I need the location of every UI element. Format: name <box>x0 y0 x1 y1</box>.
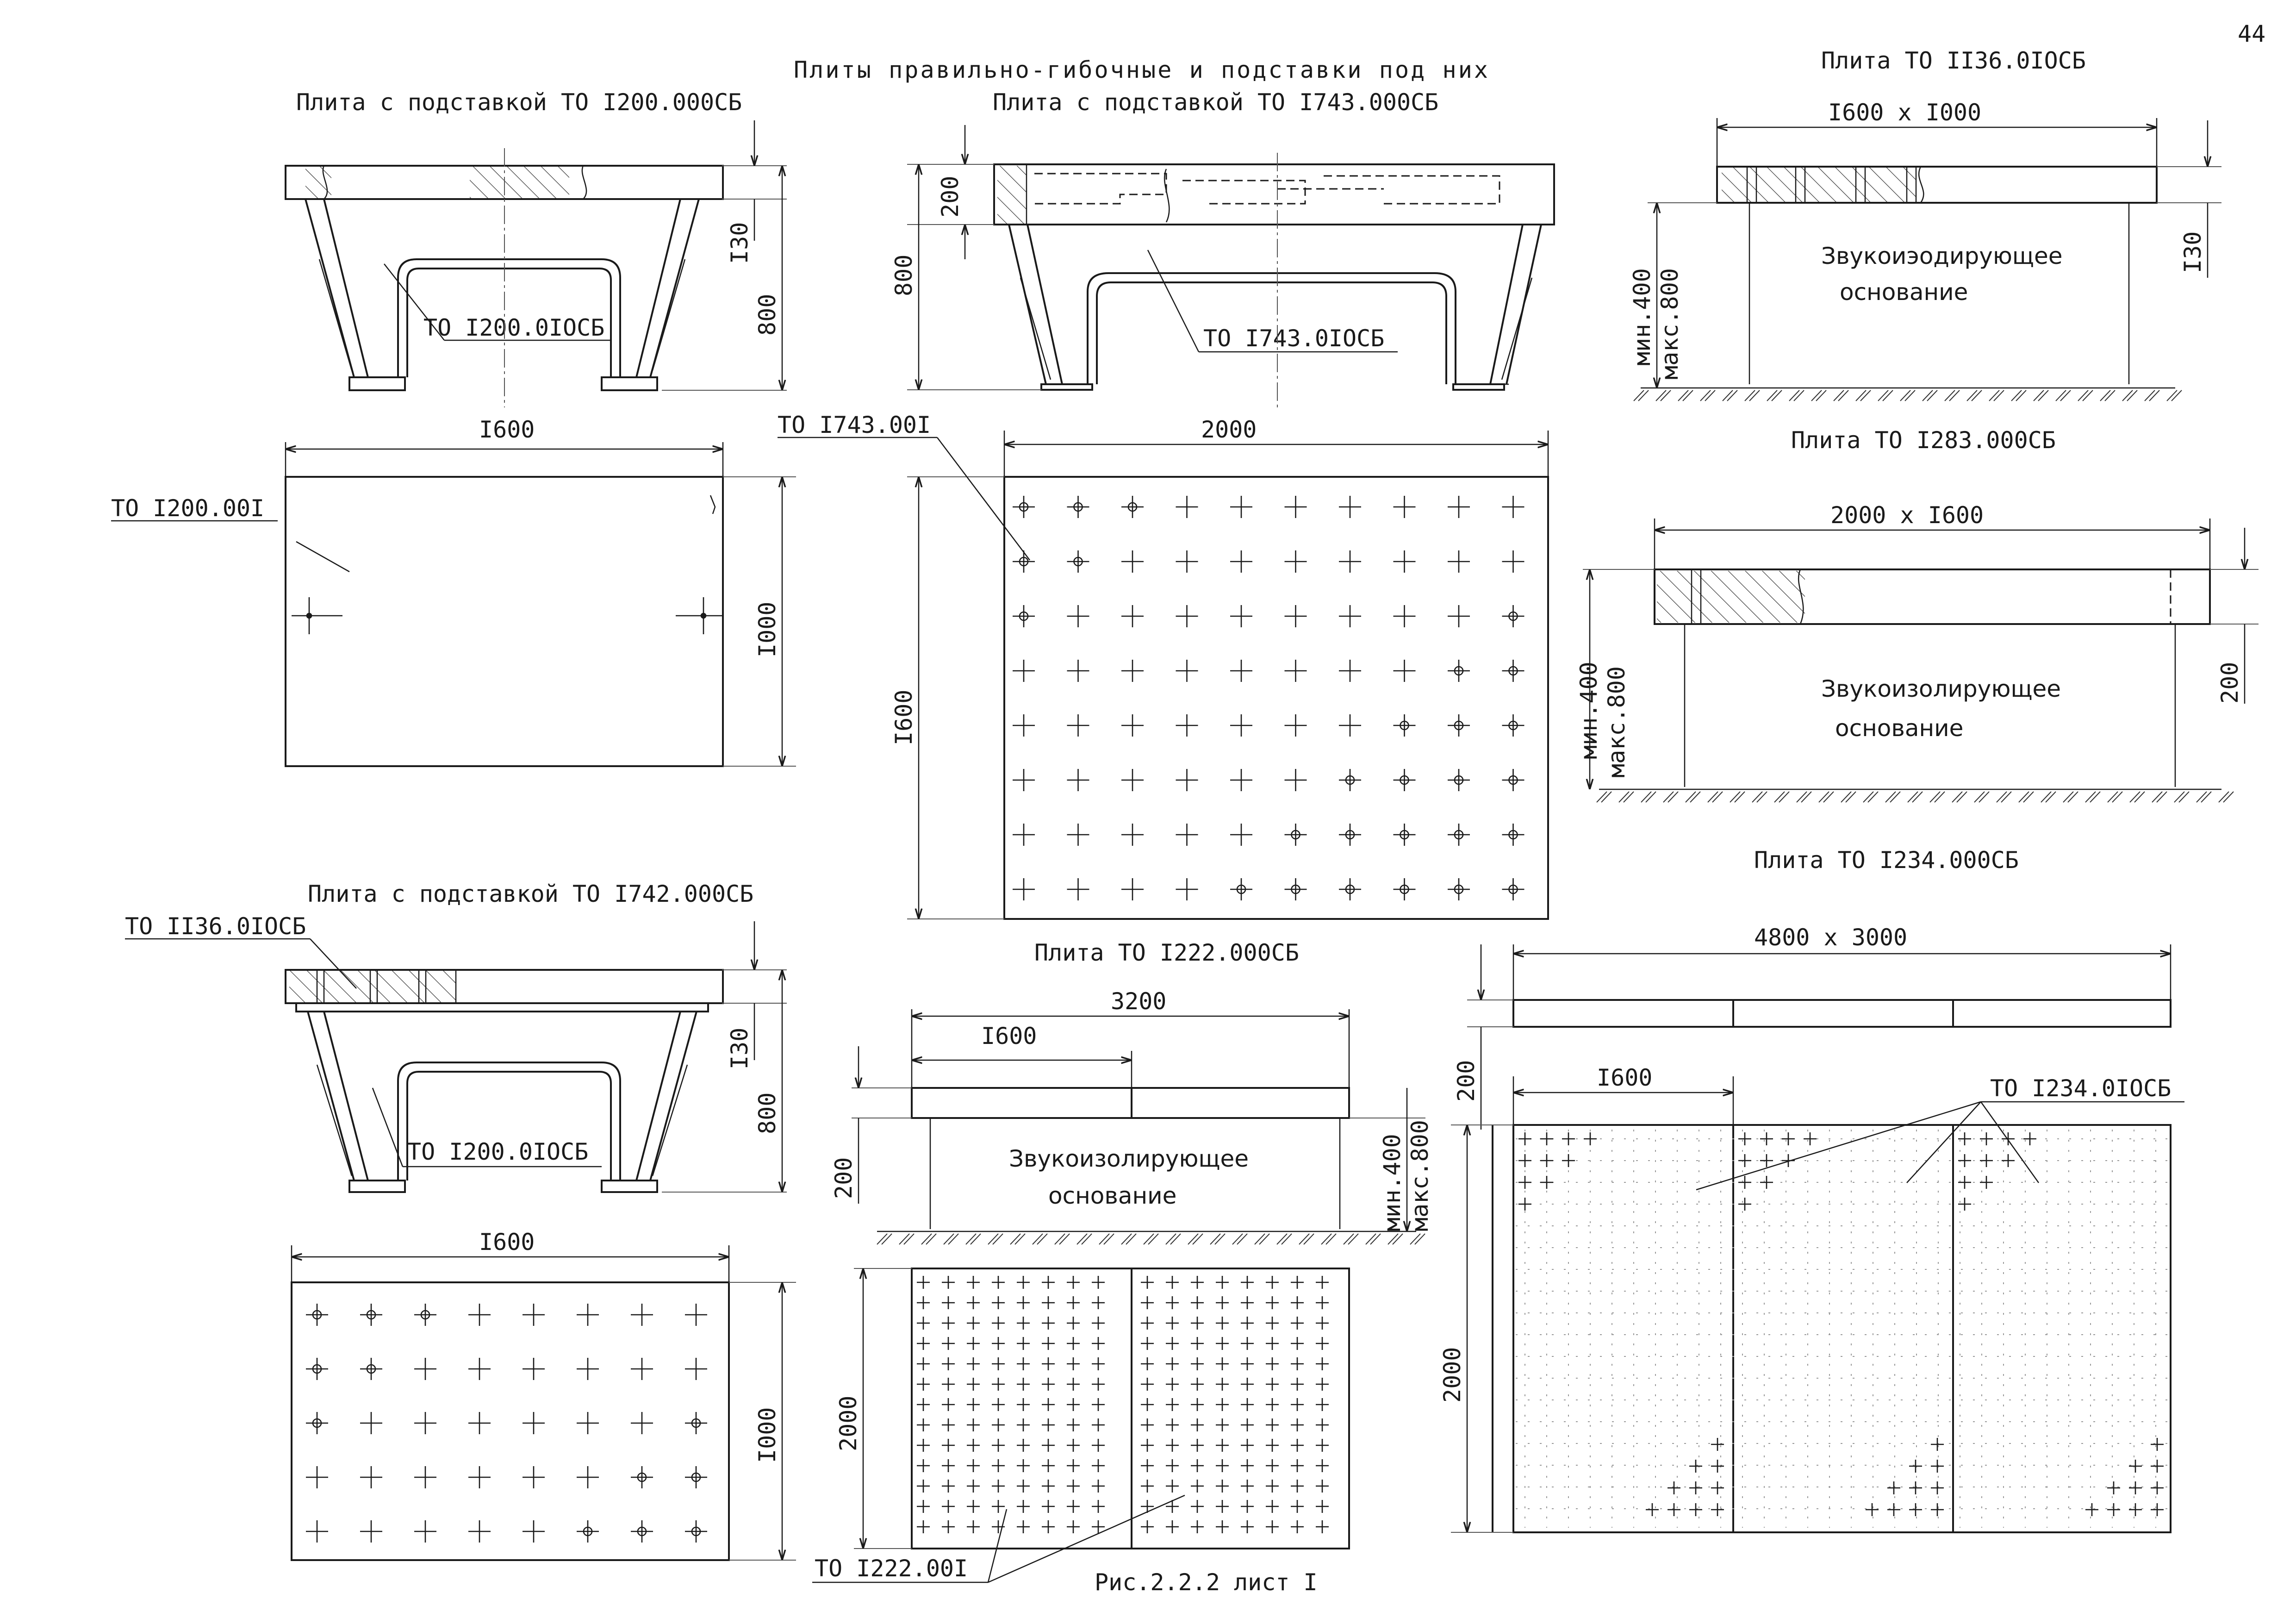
view-b-plate-label: ТО I743.00I <box>778 412 931 438</box>
view-f-plate-label: ТО I222.00I <box>815 1555 968 1582</box>
view-g-section: I600 <box>1597 1064 1652 1091</box>
view-e-marks <box>306 1304 707 1543</box>
view-e-title: Плита с подставкой ТО I742.000СБ <box>308 881 753 907</box>
figure-caption: Рис.2.2.2 лист I <box>1095 1569 1318 1596</box>
view-g-grid <box>1516 1130 2168 1528</box>
view-g-plate-label: ТО I234.0IОСБ <box>1990 1075 2171 1102</box>
view-c-size: I600 x I000 <box>1828 99 1981 126</box>
view-a-plate-thk: I30 <box>726 222 753 264</box>
view-d-size: 2000 x I600 <box>1830 502 1984 529</box>
view-b-height: 800 <box>890 255 917 296</box>
view-d: Плита ТО I283.000СБ 2000 x I600 Звукоизо… <box>1575 427 2259 803</box>
view-b-title: Плита с подставкой ТО I743.000СБ <box>993 89 1438 116</box>
view-c-max: макс.800 <box>1656 268 1683 380</box>
view-b-plate-thk: 200 <box>937 176 964 218</box>
view-f-plate-thk: 200 <box>830 1157 857 1199</box>
view-f-depth: 2000 <box>835 1396 862 1451</box>
view-a-plan: I600 I000 ТО I200.00I <box>111 416 796 767</box>
view-b-plan: 2000 I600 ТО I743.00I <box>778 412 1549 920</box>
view-f-max: макс.800 <box>1406 1120 1433 1231</box>
view-c-note-2: основание <box>1840 279 1968 306</box>
view-b-width: 2000 <box>1201 416 1257 443</box>
view-d-min: мин.400 <box>1575 662 1602 759</box>
view-c: Плита ТО II36.0IОСБ I600 x I000 Звукоиэо… <box>1629 47 2221 401</box>
view-e-elevation: Плита с подставкой ТО I742.000СБ ТО II36… <box>125 881 787 1193</box>
view-f-note-1: Звукоизолирующее <box>1009 1145 1249 1172</box>
view-c-note-1: Звукоиэодирующее <box>1821 243 2063 269</box>
view-g-title: Плита ТО I234.000СБ <box>1754 847 2019 874</box>
view-c-title: Плита ТО II36.0IОСБ <box>1821 47 2086 74</box>
view-c-min: мин.400 <box>1629 268 1655 366</box>
view-e-height: 800 <box>754 1093 781 1134</box>
view-f: Плита ТО I222.000СБ 3200 I600 Звукоизоли… <box>812 939 1433 1583</box>
view-d-plate-thk: 200 <box>2216 662 2243 704</box>
view-e-plate-label: ТО II36.0IОСБ <box>125 913 306 940</box>
view-d-title: Плита ТО I283.000СБ <box>1791 427 2056 454</box>
view-a-title: Плита с подставкой ТО I200.000СБ <box>296 89 742 116</box>
view-f-note-2: основание <box>1048 1182 1176 1209</box>
view-a-elevation: Плита с подставкой ТО I200.000СБ ТО I200… <box>285 89 787 407</box>
view-a-height: 800 <box>754 294 781 336</box>
view-a-depth: I000 <box>754 602 781 657</box>
view-g-size: 4800 x 3000 <box>1754 924 1907 951</box>
main-title: Плиты правильно-гибочные и подставки под… <box>794 56 1488 83</box>
view-e-width: I600 <box>479 1229 535 1255</box>
view-c-plate-thk: I30 <box>2179 231 2206 273</box>
view-f-min: мин.400 <box>1379 1134 1406 1231</box>
view-e-plate-thk: I30 <box>726 1028 753 1069</box>
view-e-depth: I000 <box>754 1407 781 1463</box>
view-e-stand-label: ТО I200.0IОСБ <box>407 1138 588 1165</box>
view-f-title: Плита ТО I222.000СБ <box>1034 939 1299 966</box>
view-g-marks <box>1518 1132 2164 1516</box>
view-b-depth: I600 <box>890 690 917 745</box>
view-b-marks <box>1013 496 1524 900</box>
view-g: Плита ТО I234.000СБ 4800 x 3000 200 I600… <box>1439 847 2184 1533</box>
view-e-plan: I600 I000 <box>291 1229 796 1561</box>
view-f-marks <box>917 1276 1329 1533</box>
view-a-stand-label: ТО I200.0IОСБ <box>423 314 604 341</box>
view-b-elevation: Плита с подставкой ТО I743.000СБ ТО I743… <box>890 89 1555 407</box>
view-f-total: 3200 <box>1111 988 1166 1015</box>
page-number: 44 <box>2238 20 2265 47</box>
view-b-stand-label: ТО I743.0IОСБ <box>1203 325 1384 352</box>
view-f-half: I600 <box>981 1023 1037 1049</box>
view-a-plate-label: ТО I200.00I <box>111 495 264 522</box>
view-d-max: макс.800 <box>1603 666 1630 778</box>
view-d-note-1: Звукоизолирующее <box>1821 675 2061 702</box>
view-a-width: I600 <box>479 416 535 443</box>
view-g-plate-thk: 200 <box>1453 1060 1480 1102</box>
view-g-depth: 2000 <box>1439 1347 1466 1403</box>
view-d-note-2: основание <box>1835 715 1963 742</box>
